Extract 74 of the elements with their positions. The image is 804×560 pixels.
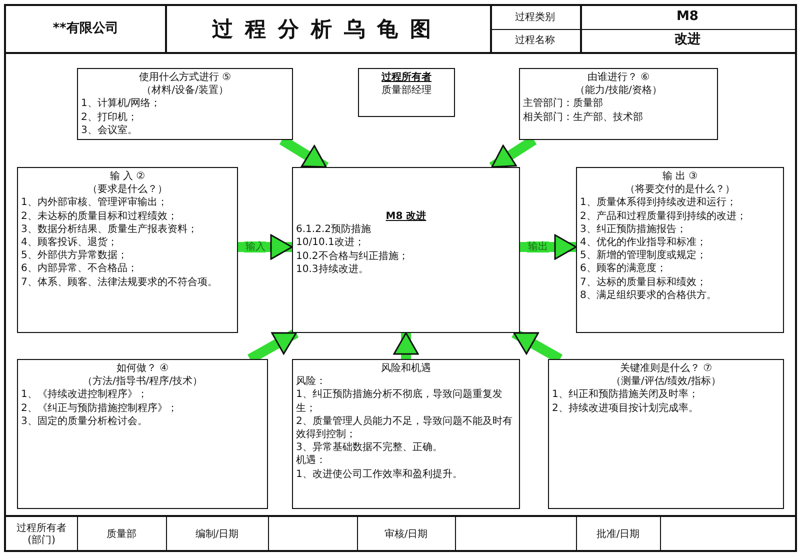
text-box	[519, 68, 718, 140]
edge-label: 输出	[526, 242, 549, 252]
box-heading: 输 出 ③	[661, 170, 699, 184]
box-text: 4、顾客投诉、退货；	[21, 236, 118, 250]
box-text: 2、《纠正与预防措施控制程序》；	[21, 402, 178, 415]
table-text: 质量部	[106, 528, 138, 542]
box-text: 8、满足组织要求的合格供方。	[580, 288, 718, 302]
box-heading: （能力/技能/资格）	[574, 84, 663, 98]
box-heading: 过程所有者	[380, 71, 432, 84]
box-text: 5、新增的管理制度或规定；	[580, 249, 708, 262]
table-text: 编制/日期	[194, 528, 240, 542]
box-heading: （方法/指导书/程序/技术）	[81, 375, 204, 388]
text-box	[548, 359, 784, 509]
box-text: 2、质量管理人员能力不足，导致问题不能及时有效得到控制；	[296, 414, 514, 442]
box-text: 1、《持续改进控制程序》；	[21, 388, 148, 402]
box-heading: （要求是什么？）	[86, 183, 168, 196]
box-text: 6、顾客的满意度；	[580, 262, 668, 276]
box-text: 2、打印机；	[81, 110, 138, 124]
box-text: 1、纠正预防措施分析不彻底，导致问题重复发生；	[296, 388, 504, 415]
table-text: 审核/日期	[383, 528, 429, 542]
box-text: 5、外部供方异常数据；	[21, 249, 128, 262]
edge-label: 输入	[244, 242, 266, 252]
box-text: 3、会议室。	[81, 124, 138, 137]
box-heading: 由谁进行？ ⑥	[586, 71, 651, 84]
text-box	[17, 167, 238, 333]
box-heading: （测量/评估/绩效/指标）	[610, 375, 722, 388]
box-heading: 关键准则是什么？ ⑦	[618, 362, 714, 376]
box-text: 7、体系、顾客、法律法规要求的不符合项。	[21, 276, 218, 289]
box-text: 2、持续改进项目按计划完成率。	[552, 402, 700, 415]
box-text: 相关部门：生产部、技术部	[523, 110, 644, 124]
box-text: 6、内部异常、不合格品；	[21, 262, 138, 276]
diagram-title: 过程分析乌龟图	[211, 16, 444, 43]
box-heading: （材料/设备/装置）	[140, 84, 230, 98]
text-box	[292, 167, 520, 333]
box-text: 1、计算机/网络；	[81, 97, 162, 111]
box-heading: 质量部经理	[380, 84, 432, 98]
table-text: 改进	[674, 31, 702, 50]
box-text: 3、纠正预防措施报告；	[580, 222, 688, 236]
box-text: 6.1.2.2预防措施	[296, 223, 372, 236]
box-text: 2、产品和过程质量得到持续的改进；	[580, 210, 748, 223]
table-text: M8	[676, 8, 700, 26]
box-text: 3、固定的质量分析检讨会。	[21, 414, 148, 428]
box-text: 1、纠正和预防措施关闭及时率；	[552, 388, 700, 402]
box-text: 主管部门：质量部	[523, 97, 604, 111]
box-text: 1、改进使公司工作效率和盈利提升。	[296, 468, 464, 481]
box-heading: 如何做？ ④	[115, 362, 170, 376]
table-text: 过程类别	[514, 10, 556, 25]
text-box	[292, 359, 520, 509]
box-heading: 输 入 ②	[108, 170, 146, 184]
box-text: 风险：	[296, 375, 327, 388]
box-text: 3、异常基础数据不完整、正确。	[296, 441, 444, 454]
box-text: 10/10.1改进；	[296, 236, 366, 250]
box-heading: 使用什么方式进行 ⑤	[138, 71, 232, 84]
box-text: 1、质量体系得到持续改进和运行；	[580, 196, 738, 210]
text-box	[17, 359, 268, 509]
box-heading: （将要交付的是什么？）	[624, 183, 736, 196]
text-box	[576, 167, 784, 333]
box-text: 4、优化的作业指导和标准；	[580, 236, 708, 250]
box-text: 3、数据分析结果、质量生产报表资料；	[21, 222, 198, 236]
table-text: 过程所有者(部门)	[16, 522, 68, 548]
block-arrow	[393, 332, 419, 359]
table-text: **有限公司	[52, 20, 120, 38]
table-text: 过程名称	[514, 34, 556, 48]
box-text: 10.3持续改进。	[296, 262, 370, 276]
text-box	[77, 68, 293, 140]
box-text: 2、未达标的质量目标和过程绩效；	[21, 210, 178, 223]
text-box	[358, 68, 455, 117]
box-heading: 风险和机遇	[380, 362, 432, 376]
box-text: 1、内外部审核、管理评审输出；	[21, 196, 168, 210]
box-text: 10.2不合格与纠正措施；	[296, 250, 410, 263]
table-text: 批准/日期	[595, 528, 641, 542]
box-heading: M8 改进	[384, 210, 428, 224]
box-text: 机遇：	[296, 454, 327, 468]
box-text: 7、达标的质量目标和绩效；	[580, 276, 708, 289]
